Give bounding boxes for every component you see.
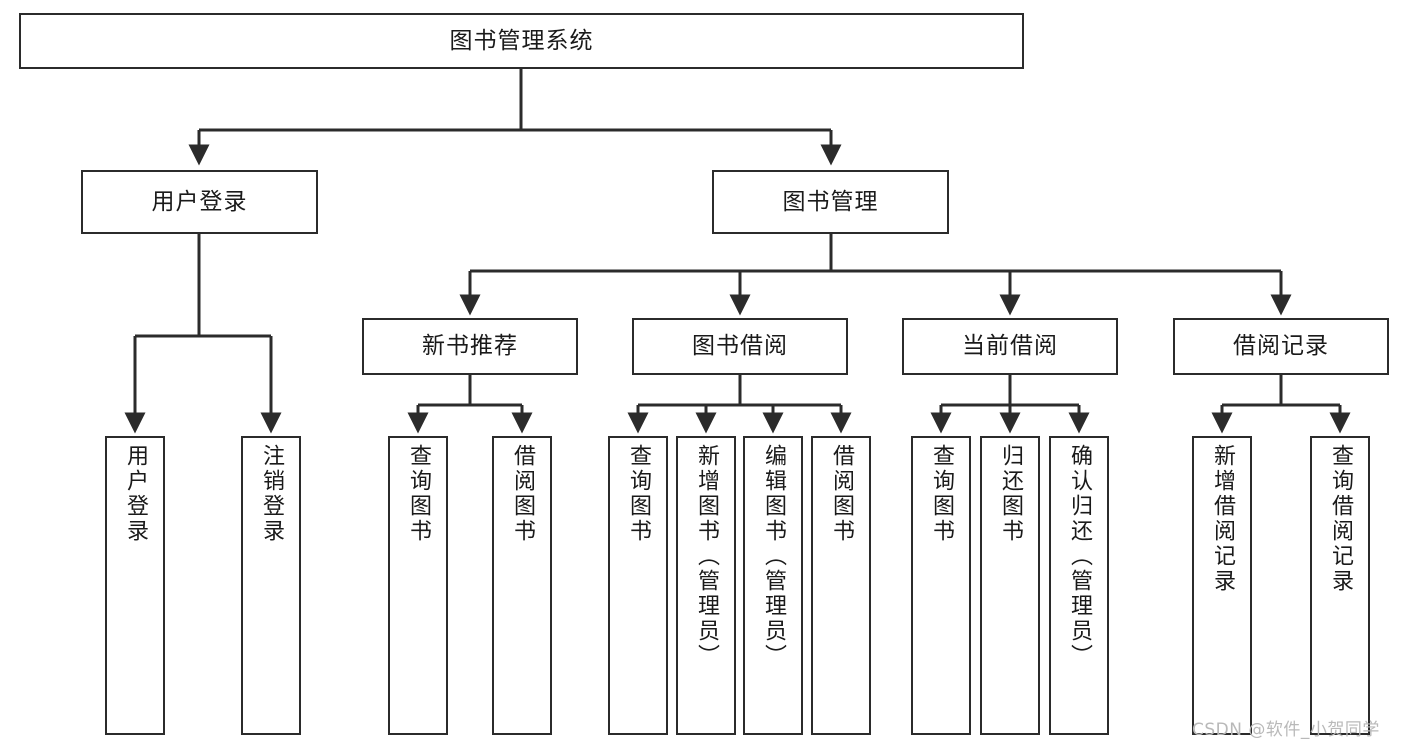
leaf-book-borrow-1[interactable]: 新增图书（管理员） (676, 436, 736, 735)
node-current-borrow[interactable]: 当前借阅 (902, 318, 1118, 375)
node-user-login[interactable]: 用户登录 (81, 170, 318, 234)
node-book-borrow-label: 图书借阅 (692, 333, 788, 359)
node-borrow-record-label: 借阅记录 (1233, 333, 1329, 359)
leaf-new-book-recommend-0[interactable]: 查询图书 (388, 436, 448, 735)
leaf-borrow-record-0[interactable]: 新增借阅记录 (1192, 436, 1252, 735)
leaf-book-borrow-2-label: 编辑图书（管理员） (761, 444, 786, 669)
node-root[interactable]: 图书管理系统 (19, 13, 1024, 69)
node-book-management-label: 图书管理 (782, 188, 879, 215)
leaf-book-borrow-1-label: 新增图书（管理员） (694, 444, 719, 669)
leaf-book-borrow-0-label: 查询图书 (626, 444, 651, 544)
leaf-user-login-1-label: 注销登录 (259, 444, 284, 544)
leaf-new-book-recommend-0-label: 查询图书 (406, 444, 431, 544)
leaf-current-borrow-2-label: 确认归还（管理员） (1067, 444, 1092, 669)
leaf-current-borrow-1-label: 归还图书 (998, 444, 1023, 544)
node-borrow-record[interactable]: 借阅记录 (1173, 318, 1389, 375)
leaf-current-borrow-2[interactable]: 确认归还（管理员） (1049, 436, 1109, 735)
leaf-current-borrow-0[interactable]: 查询图书 (911, 436, 971, 735)
leaf-book-borrow-0[interactable]: 查询图书 (608, 436, 668, 735)
leaf-borrow-record-0-label: 新增借阅记录 (1210, 444, 1235, 594)
watermark: CSDN @软件_小贺同学 (1192, 720, 1380, 740)
leaf-borrow-record-1[interactable]: 查询借阅记录 (1310, 436, 1370, 735)
leaf-book-borrow-3[interactable]: 借阅图书 (811, 436, 871, 735)
leaf-current-borrow-1[interactable]: 归还图书 (980, 436, 1040, 735)
node-new-book-recommend[interactable]: 新书推荐 (362, 318, 578, 375)
leaf-user-login-1[interactable]: 注销登录 (241, 436, 301, 735)
node-user-login-label: 用户登录 (151, 188, 248, 215)
leaf-new-book-recommend-1[interactable]: 借阅图书 (492, 436, 552, 735)
leaf-new-book-recommend-1-label: 借阅图书 (510, 444, 535, 544)
node-root-label: 图书管理系统 (449, 27, 594, 54)
node-book-borrow[interactable]: 图书借阅 (632, 318, 848, 375)
leaf-book-borrow-3-label: 借阅图书 (829, 444, 854, 544)
node-book-management[interactable]: 图书管理 (712, 170, 949, 234)
node-current-borrow-label: 当前借阅 (962, 333, 1058, 359)
leaf-current-borrow-0-label: 查询图书 (929, 444, 954, 544)
node-new-book-recommend-label: 新书推荐 (422, 333, 518, 359)
leaf-user-login-0-label: 用户登录 (123, 444, 148, 544)
leaf-book-borrow-2[interactable]: 编辑图书（管理员） (743, 436, 803, 735)
leaf-user-login-0[interactable]: 用户登录 (105, 436, 165, 735)
leaf-borrow-record-1-label: 查询借阅记录 (1328, 444, 1353, 594)
